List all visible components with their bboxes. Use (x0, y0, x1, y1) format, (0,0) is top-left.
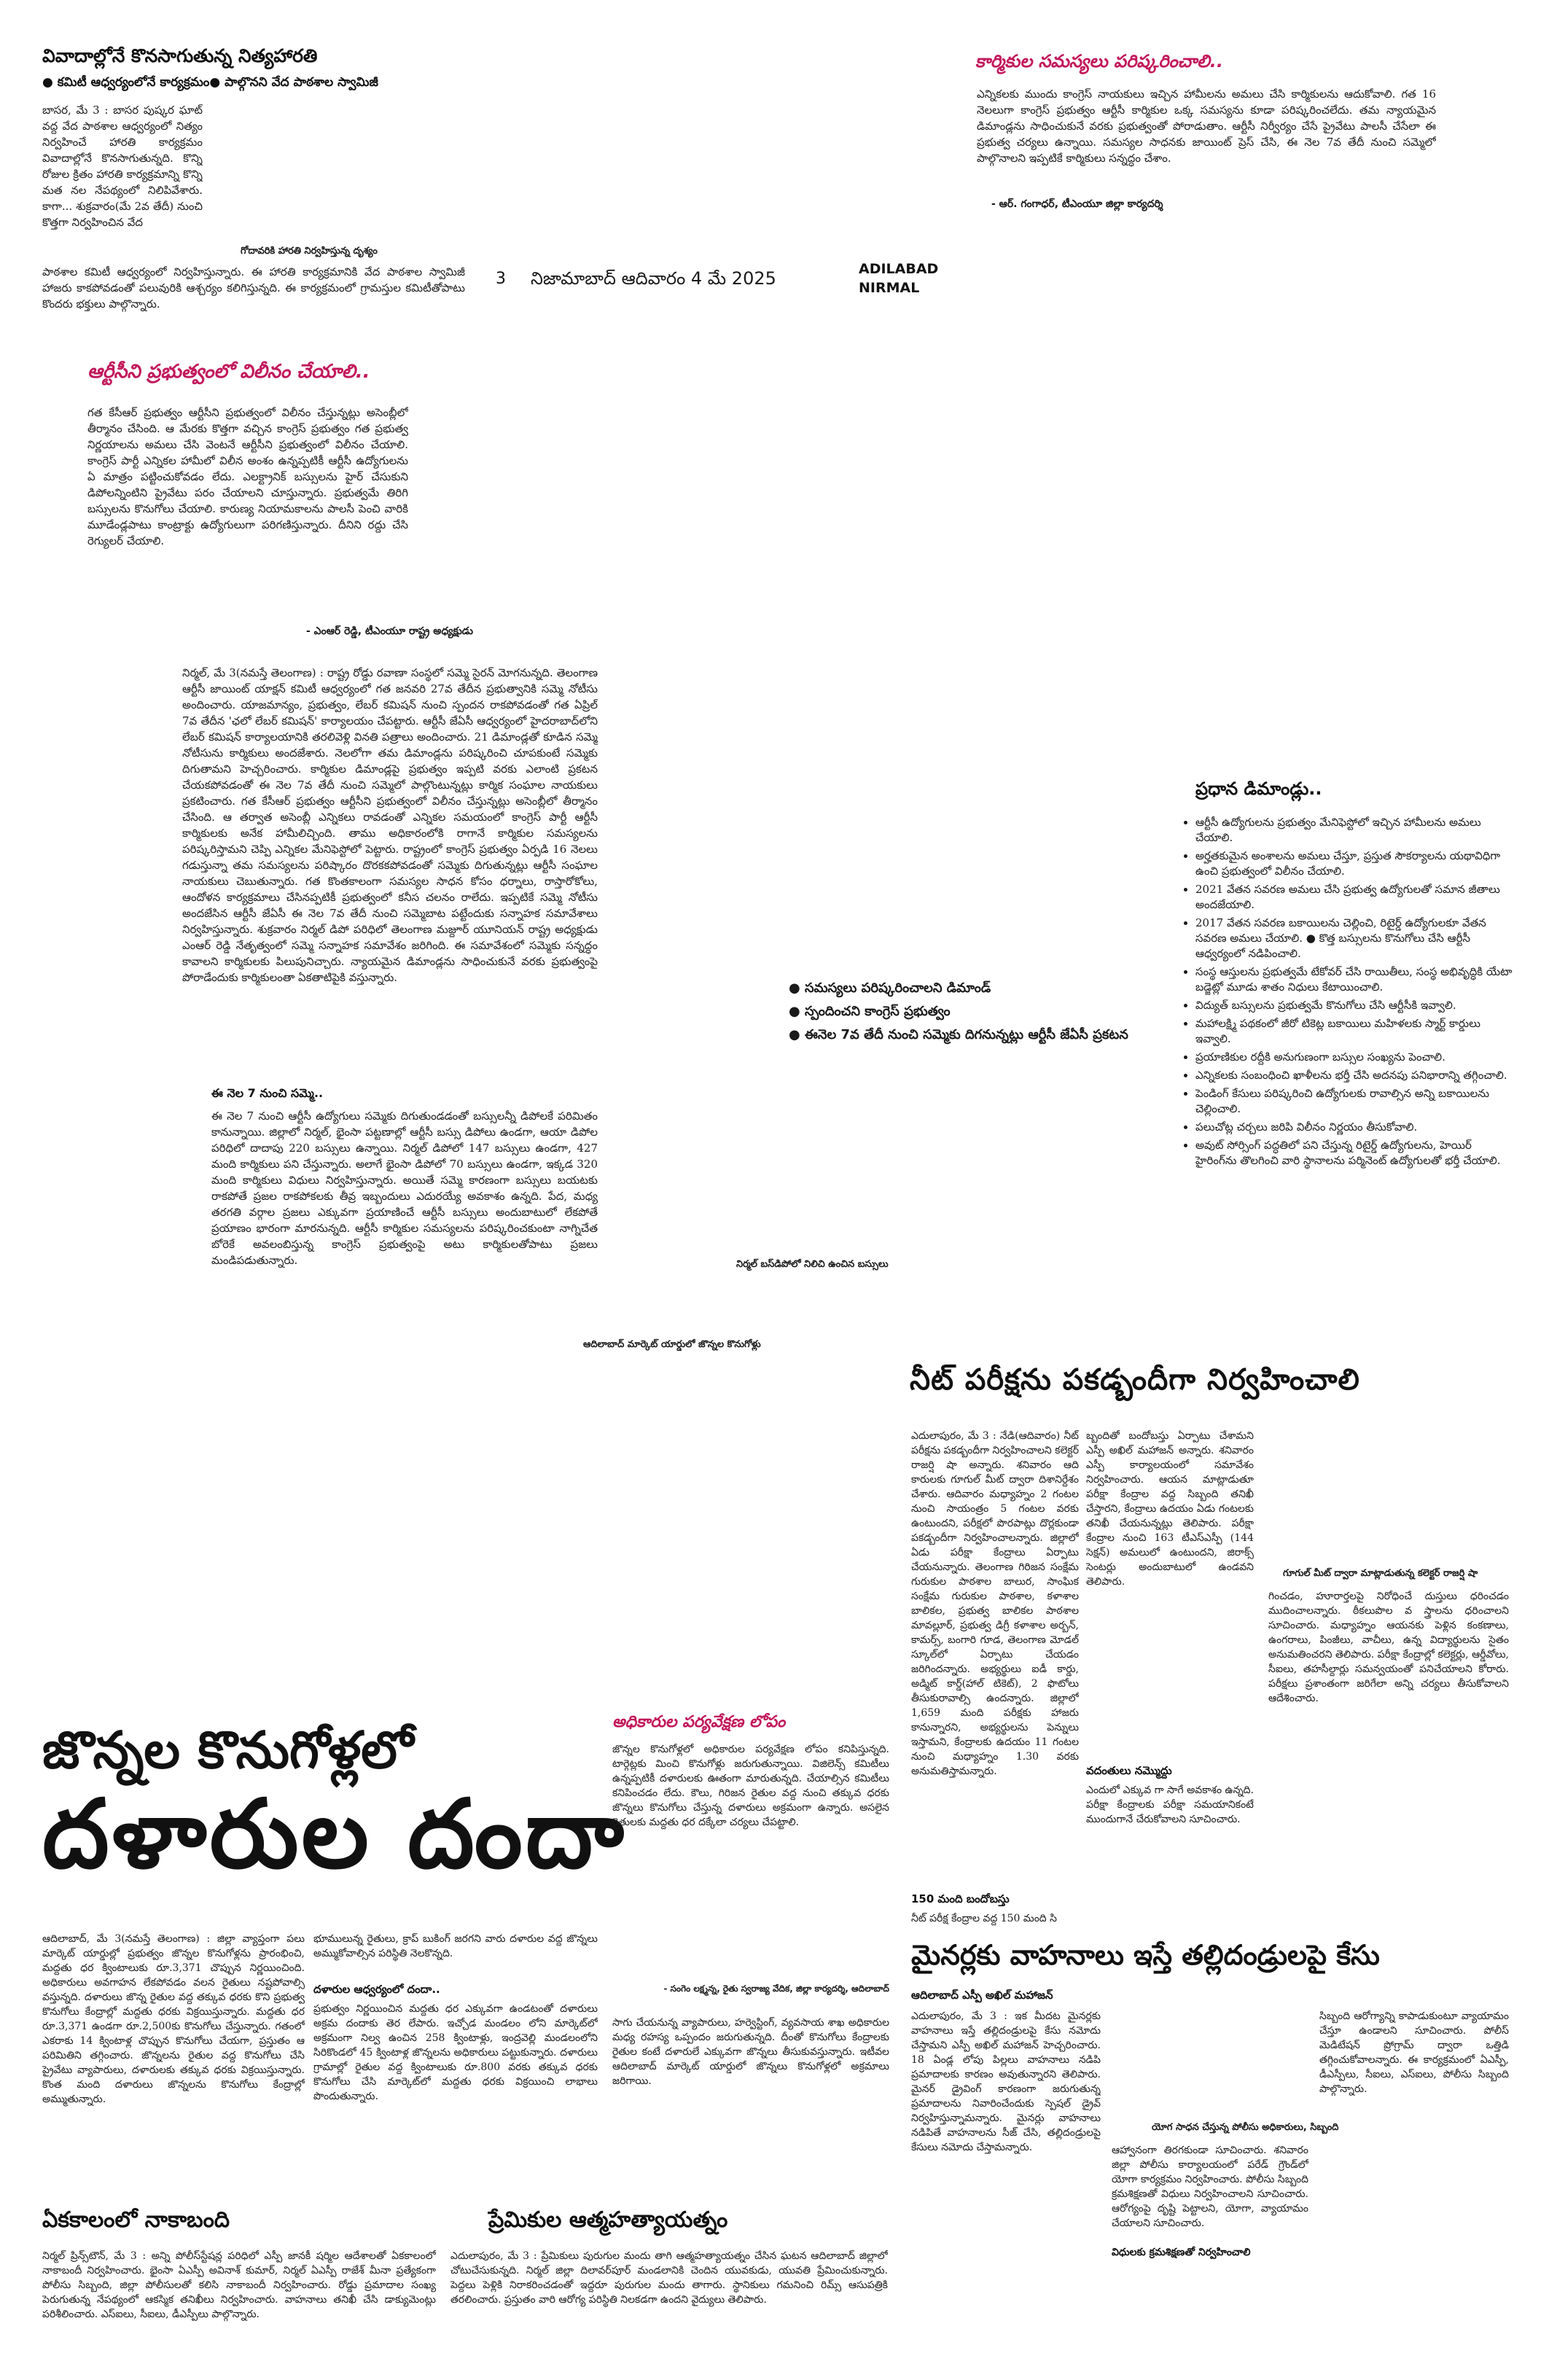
demand-item: ప్రయాణికుల రద్దీకి అనుగుణంగా బస్సుల సంఖ్… (1195, 1050, 1516, 1065)
neet-caption: గూగుల్ మీట్ ద్వారా మాట్లాడుతున్న కలెక్టర… (1283, 1568, 1478, 1579)
minors-col2: ఆహ్వానంగా తిరగకుండా సూచించారు. శనివారం జ… (1112, 2145, 1308, 2229)
lovers-headline: ప్రేమికుల ఆత్మహత్యాయత్నం (488, 2207, 728, 2233)
jonna-market-caption: ఆదిలాబాద్ మార్కెట్ యార్డులో జొన్నల కొనుగ… (583, 1339, 761, 1350)
demand-item: అవుట్ సోర్సింగ్ పద్ధతిలో పని చేస్తున్న ర… (1195, 1138, 1516, 1168)
minors-col1: ఎదులాపురం, మే 3 : ఇక మీదట మైనర్లకు వాహనా… (911, 2010, 1101, 2153)
nityaharathi-body-full: పాఠశాల కమిటీ ఆధ్వర్యంలో నిర్వహిస్తున్నార… (42, 265, 465, 311)
neet-col1: ఎదులాపురం, మే 3 : నేడి(ఆదివారం) నీట్ పరీ… (911, 1430, 1079, 1777)
demand-item: సంస్థ ఆస్తులను ప్రభుత్వమే టేకోవర్ చేసి ర… (1195, 964, 1516, 995)
minors-caption: యోగ సాధన చేస్తున్న పోలీసు అధికారులు, సిబ… (1152, 2122, 1339, 2133)
city-date: నిజామాబాద్ ఆదివారం 4 మే 2025 (531, 268, 776, 289)
demand-item: మహాలక్ష్మి పథకంలో జీరో టికెట్ల బకాయిలు మ… (1195, 1016, 1516, 1047)
karmikulu-credit: - ఆర్. గంగాధర్, టీఎంయూ జిల్లా కార్యదర్శి (991, 198, 1163, 210)
demands-list: ఆర్టీసీ ఉద్యోగులను ప్రభుత్వం మేనిఫెస్టోల… (1181, 815, 1516, 1311)
minors-headline: మైనర్లకు వాహనాలు ఇస్తే తల్లిదండ్రులపై కే… (911, 1939, 1380, 1971)
jonna-body-col1: ఆదిలాబాద్, మే 3(నమస్తే తెలంగాణ) : జిల్లా… (42, 1933, 305, 2105)
demands-headline: ప్రధాన డిమాండ్లు.. (1195, 779, 1322, 799)
minors-byline: ఆదిలాబాద్ ఎస్పీ అఖిల్ మహాజన్ (911, 1989, 1053, 2002)
jonna-body-col2: భూములున్న రైతులు, క్రాప్ బుకింగ్ జరగని వ… (313, 1933, 598, 1959)
jonna-sub1-body: ప్రభుత్వం నిర్ణయించిన మద్దతు ధర ఎక్కువగా… (313, 2003, 598, 2102)
nakabandi-body: నిర్మల్ ప్రిన్స్‌టౌన్, మే 3 : అన్ని పోలీ… (42, 2250, 436, 2320)
rtc-bullet-3: ● ఈనెల 7వ తేదీ నుంచి సమ్మెకు దిగనున్నట్ల… (789, 1027, 1128, 1042)
neet-col2: బ్బందితో బందోబస్తు ఏర్పాటు చేశామని ఎస్పీ… (1086, 1430, 1254, 1588)
demand-item: అర్హతకుమైన అంశాలను అమలు చేస్తూ, ప్రస్తుత… (1195, 848, 1516, 879)
jonna-headline-1: జొన్నల కొనుగోళ్లలో (42, 1720, 414, 1780)
demand-item: పెండింగ్ కేసులు పరిష్కరించి ఉద్యోగులకు ర… (1195, 1086, 1516, 1117)
demand-item: విద్యుత్ బస్సులను ప్రభుత్వమే కొనుగోలు చే… (1195, 998, 1516, 1013)
nakabandi-headline: ఏకకాలంలో నాకాబంది (42, 2207, 230, 2233)
neet-headline: నీట్ పరీక్షను పకడ్బందీగా నిర్వహించాలి (910, 1363, 1360, 1397)
minors-sub1: విధులకు క్రమశిక్షణతో నిర్వహించాలి (1112, 2247, 1251, 2258)
edition-line1: ADILABAD (859, 261, 939, 277)
neet-sub1-body: నీట్ పరీక్ష కేంద్రాల వద్ద 150 మంది సి (911, 1913, 1057, 1924)
rtc-merger-body: గత కేసీఆర్ ప్రభుత్వం ఆర్టీసీని ప్రభుత్వం… (87, 406, 408, 547)
demand-item: ఆర్టీసీ ఉద్యోగులను ప్రభుత్వం మేనిఫెస్టోల… (1195, 815, 1516, 846)
jonna-headline-2: దళారుల దందా (42, 1779, 627, 1889)
rtc-strike-body2: ఈ నెల 7 నుంచి ఆర్టీసీ ఉద్యోగులు సమ్మెకు … (211, 1109, 598, 1267)
demand-item: ఎన్నికలకు సంబంధించి ఖాళీలను భర్తీ చేసి అ… (1195, 1068, 1516, 1083)
rtc-bullets: ● సమస్యలు పరిష్కరించాలని డిమాండ్ ● స్పంద… (789, 977, 1168, 1047)
nityaharathi-caption: గోదావరికి హారతి నిర్వహిస్తున్న దృశ్యం (241, 246, 378, 257)
rtc-bullet-1: ● సమస్యలు పరిష్కరించాలని డిమాండ్ (789, 980, 991, 996)
demand-item: 2017 వేతన సవరణ బకాయిలను చెల్లించి, రిటైర… (1195, 916, 1516, 961)
jonna-body-col3: సాగు చేయనున్న వ్యాపారులు, హర్వెస్టింగ్, … (612, 2017, 889, 2087)
karmikulu-body: ఎన్నికలకు ముందు కాంగ్రెస్ నాయకులు ఇచ్చిన… (977, 87, 1436, 165)
nityaharathi-headline: వివాదాల్లోనే కొనసాగుతున్న నిత్యహారతి (42, 45, 318, 66)
nityaharathi-body-col1: బాసర, మే 3 : బాసర పుష్కర ఘాట్ వద్ద వేద ప… (42, 104, 203, 229)
demand-item: పలుచోట్ల చర్చలు జరిపి విలీనం నిర్ణయం తీస… (1195, 1120, 1516, 1135)
neet-sub2-body: ఎందులో ఎక్కువ గా సాగే అవకాశం ఉన్నది. పరీ… (1086, 1784, 1254, 1825)
page-number: 3 (496, 270, 506, 288)
neet-sub2: వదంతులు నమ్మొద్దు (1086, 1764, 1172, 1777)
rtc-bullet-2: ● స్పందించని కాంగ్రెస్ ప్రభుత్వం (789, 1004, 951, 1019)
rtc-strike-body: నిర్మల్, మే 3(నమస్తే తెలంగాణ) : రాష్ట్ర … (182, 666, 598, 984)
neet-col3: గించడం, హూరార్తలపై నిరోధించే దుస్తులు ధర… (1268, 1591, 1509, 1704)
edition-line2: NIRMAL (859, 280, 920, 296)
karmikulu-headline: కార్మికుల సమస్యలు పరిష్కరించాలి.. (975, 51, 1223, 71)
lovers-body: ఎదులాపురం, మే 3 : ప్రేమికులు పురుగుల మంద… (450, 2250, 888, 2306)
rtc-merger-credit: - ఎంఆర్ రెడ్డి, టీఎంయూ రాష్ట్ర అధ్యక్షుడ… (306, 625, 473, 637)
minors-col3: సిబ్బంది ఆరోగ్యాన్ని కాపాడుకుంటూ వ్యాయామ… (1319, 2010, 1509, 2095)
neet-sub1: 150 మంది బందోబస్తు (911, 1892, 1010, 1905)
nityaharathi-subhead: ● కమిటీ ఆధ్వర్యంలోనే కార్యక్రమం● పాల్గొన… (42, 75, 378, 90)
demand-item: 2021 వేతన సవరణ అమలు చేసి ప్రభుత్వ ఉద్యోగ… (1195, 882, 1516, 913)
nityaharathi-photo (211, 102, 474, 241)
rtc-strike-subhead: ఈ నెల 7 నుంచి సమ్మె.. (211, 1086, 324, 1100)
jonna-box-credit: - సంగెం లక్ష్మన్న, రైతు స్వరాజ్య వేదిక, … (663, 1983, 889, 1994)
rtc-bus-caption: నిర్మల్ బస్‌డిపోలో నిలిచి ఉంచిన బస్సులు (736, 1259, 889, 1270)
rtc-merger-headline: ఆర్టీసీని ప్రభుత్వంలో విలీనం చేయాలి.. (87, 361, 370, 383)
jonna-sub1: దళారుల ఆధ్వర్యంలో దందా.. (313, 1983, 440, 1996)
jonna-box-body: జొన్నల కొనుగోళ్లలో అధికారుల పర్యవేక్షణ ల… (612, 1744, 889, 1828)
jonna-box-headline: అధికారుల పర్యవేక్షణ లోపం (612, 1713, 786, 1731)
